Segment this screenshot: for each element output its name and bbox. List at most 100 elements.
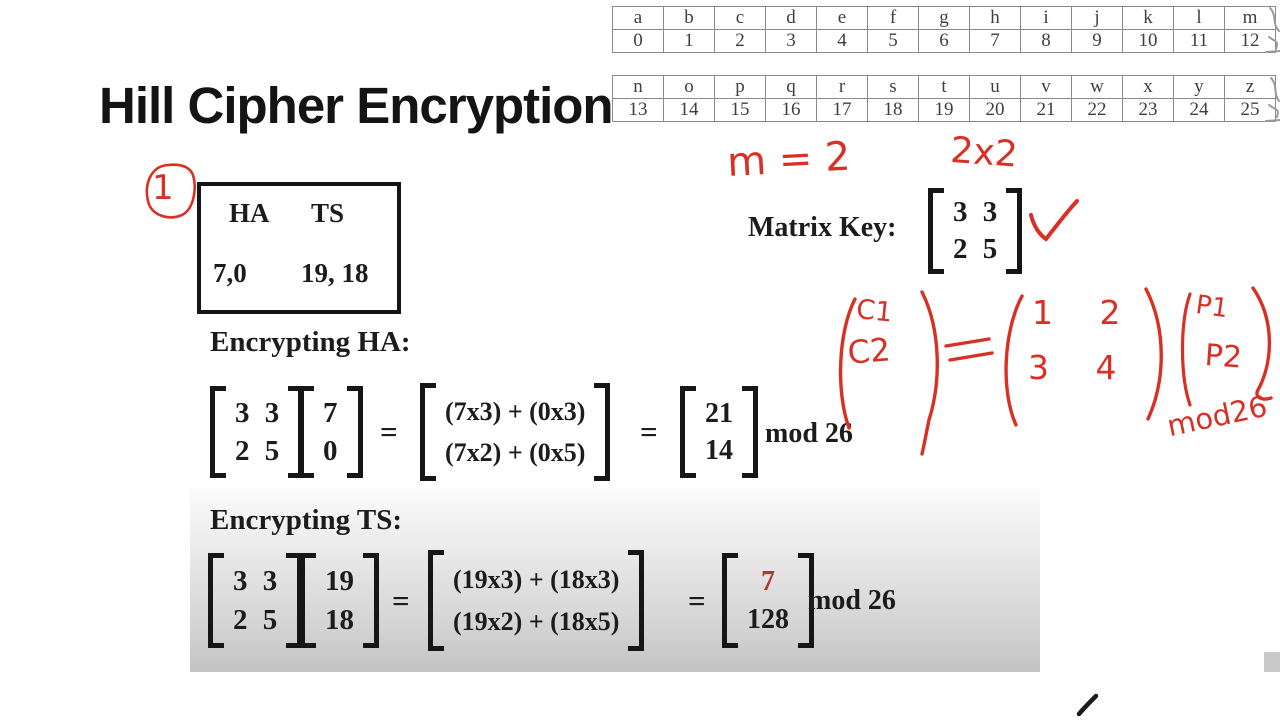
- alphabet-cell: 1: [663, 29, 715, 53]
- alphabet-cell: t: [918, 75, 970, 99]
- ha-result-row2: 14: [705, 435, 733, 466]
- alphabet-cell: s: [867, 75, 919, 99]
- ts-vector-matrix: 19 18: [300, 553, 379, 648]
- gray-slide-band-edge: [1264, 652, 1280, 672]
- alphabet-cell: o: [663, 75, 715, 99]
- matrix-bracket-left: [208, 553, 224, 648]
- alphabet-cell: 19: [918, 98, 970, 122]
- alphabet-cell: 6: [918, 29, 970, 53]
- alphabet-cell: 15: [714, 98, 766, 122]
- plaintext-header-ha: HA: [229, 198, 270, 228]
- ts-expansion-row1: (19x3) + (18x3): [453, 564, 620, 594]
- matrix-bracket-right: [742, 386, 758, 478]
- alphabet-cell: p: [714, 75, 766, 99]
- matrix-bracket-left: [722, 553, 738, 648]
- alphabet-cell: 23: [1122, 98, 1174, 122]
- ts-expansion-matrix: (19x3) + (18x3) (19x2) + (18x5): [428, 550, 645, 651]
- alphabet-cell: d: [765, 6, 817, 30]
- ts-result-row1-red: 7: [761, 565, 775, 597]
- matrix-bracket-right: [346, 386, 363, 478]
- alphabet-cell: h: [969, 6, 1021, 30]
- ha-equals-1: =: [380, 414, 398, 449]
- ha-vector-row2: 0: [323, 435, 338, 467]
- alphabet-cell: v: [1020, 75, 1072, 99]
- alphabet-cell: 14: [663, 98, 715, 122]
- alphabet-cell: j: [1071, 6, 1123, 30]
- alphabet-cell: 4: [816, 29, 868, 53]
- alphabet-cell: q: [765, 75, 817, 99]
- ts-key-matrix: 3 3 2 5: [208, 553, 303, 648]
- ha-result-matrix: 21 14: [680, 386, 758, 478]
- alphabet-cell: 8: [1020, 29, 1072, 53]
- pen-slash-mark: [1076, 693, 1099, 717]
- alphabet-cell: 2: [714, 29, 766, 53]
- annotation-key-row1: 1 2: [1032, 293, 1121, 332]
- annotation-dimensions: 2x2: [949, 130, 1019, 176]
- alphabet-cell: 25: [1224, 98, 1276, 122]
- plaintext-header-ts: TS: [311, 198, 345, 228]
- alphabet-cell: i: [1020, 6, 1072, 30]
- ha-vector-matrix: 7 0: [298, 386, 363, 478]
- ts-result-row2: 128: [747, 603, 789, 635]
- ha-key-row2: 2 5: [235, 435, 280, 467]
- ts-equals-2: =: [688, 583, 706, 618]
- alphabet-cell: w: [1071, 75, 1123, 99]
- plaintext-value-ts: 19, 18: [301, 258, 369, 288]
- matrix-bracket-left: [300, 553, 316, 648]
- alphabet-cell: 3: [765, 29, 817, 53]
- matrix-key: 3 3 2 5: [928, 188, 1023, 274]
- alphabet-cell: 24: [1173, 98, 1225, 122]
- alphabet-cell: 12: [1224, 29, 1276, 53]
- annotation-c2: C2: [846, 330, 892, 372]
- alphabet-cell: x: [1122, 75, 1174, 99]
- matrix-bracket-left: [298, 386, 314, 478]
- alphabet-cell: n: [612, 75, 664, 99]
- ha-mod-label: mod 26: [765, 418, 853, 449]
- ts-result-matrix: 7 128: [722, 553, 814, 648]
- ha-expansion-row2: (7x2) + (0x5): [445, 438, 586, 467]
- alphabet-cell: m: [1224, 6, 1276, 30]
- ts-vector-row1: 19: [325, 564, 354, 597]
- ha-key-row1: 3 3: [235, 397, 280, 429]
- alphabet-cell: k: [1122, 6, 1174, 30]
- ts-mod-label: mod 26: [808, 585, 896, 616]
- gray-slide-band: [190, 488, 1040, 672]
- matrix-key-label: Matrix Key:: [748, 212, 897, 243]
- alphabet-cell: 18: [867, 98, 919, 122]
- alphabet-cell: u: [969, 75, 1021, 99]
- matrix-key-row2: 2 5: [953, 233, 998, 265]
- annotation-c1: C1: [854, 294, 894, 329]
- alphabet-cell: 21: [1020, 98, 1072, 122]
- matrix-bracket-left: [680, 386, 696, 478]
- annotation-p2: P2: [1203, 338, 1244, 376]
- alphabet-cell: 10: [1122, 29, 1174, 53]
- alphabet-cell: b: [663, 6, 715, 30]
- ha-key-matrix: 3 3 2 5: [210, 386, 305, 478]
- ha-expansion-row1: (7x3) + (0x3): [445, 397, 586, 426]
- ha-expansion-matrix: (7x3) + (0x3) (7x2) + (0x5): [420, 383, 611, 481]
- alphabet-cell: 5: [867, 29, 919, 53]
- alphabet-cell: y: [1173, 75, 1225, 99]
- matrix-bracket-right: [594, 383, 611, 481]
- matrix-key-row1: 3 3: [953, 196, 998, 228]
- alphabet-cell: c: [714, 6, 766, 30]
- ts-equals-1: =: [392, 583, 410, 618]
- annotation-m-equation: m = 2: [726, 133, 852, 186]
- matrix-bracket-right: [286, 553, 303, 648]
- alphabet-cell: 22: [1071, 98, 1123, 122]
- alphabet-cell: 20: [969, 98, 1021, 122]
- alphabet-cell: 16: [765, 98, 817, 122]
- matrix-bracket-right: [798, 553, 814, 648]
- ts-expansion-row2: (19x2) + (18x5): [453, 606, 620, 636]
- ha-vector-row1: 7: [323, 397, 338, 429]
- alphabet-cell: f: [867, 6, 919, 30]
- alphabet-cell: 7: [969, 29, 1021, 53]
- ts-key-row2: 2 5: [233, 603, 278, 636]
- matrix-bracket-left: [210, 386, 226, 478]
- alphabet-cell: e: [816, 6, 868, 30]
- alphabet-cell: l: [1173, 6, 1225, 30]
- checkmark-icon: [1029, 199, 1079, 242]
